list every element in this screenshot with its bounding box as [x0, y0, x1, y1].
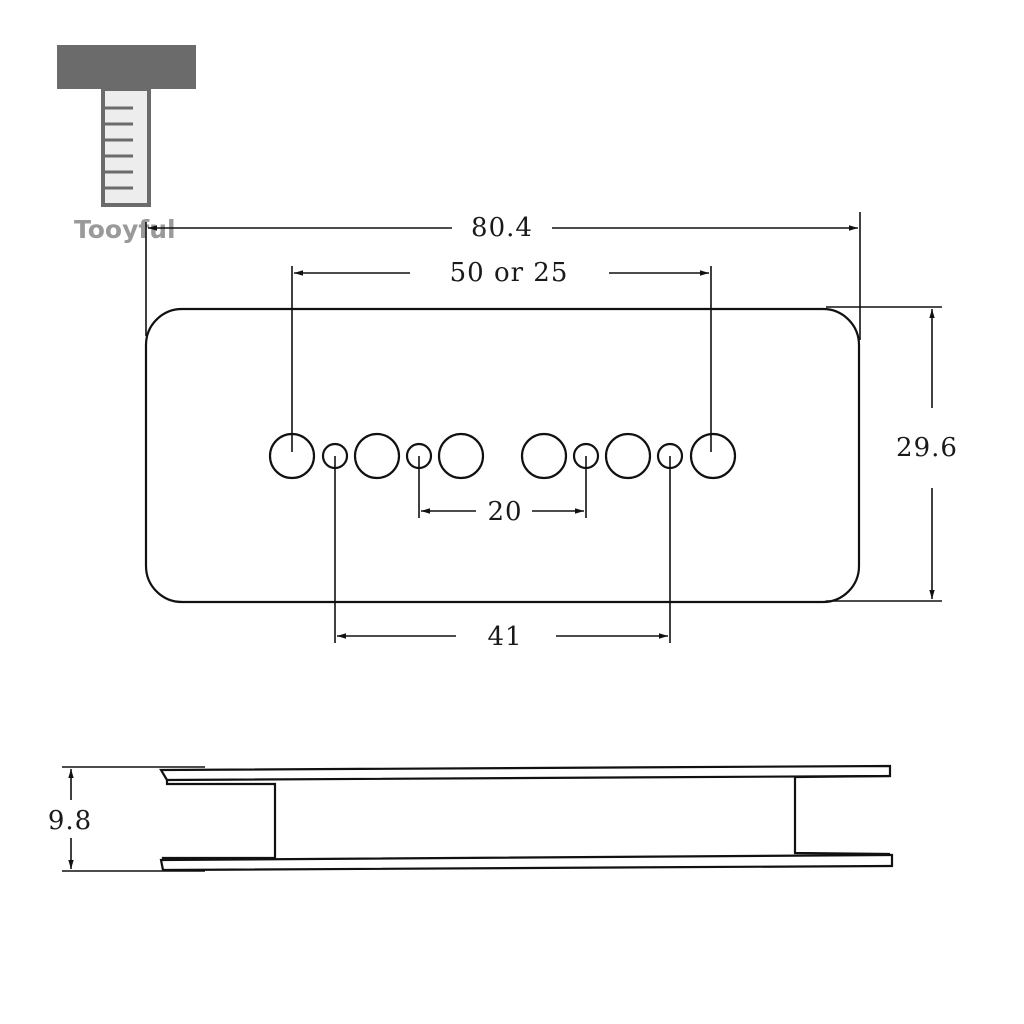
dimension-inner-spacing: [418, 456, 587, 518]
side-view: [62, 764, 894, 872]
label-pole-spacing: 50 or 25: [450, 258, 569, 288]
pole-hole-large-4: [520, 432, 568, 480]
side-profile-outer-bottom: [159, 853, 894, 872]
dimension-side-thickness: [62, 766, 205, 872]
dimension-pole-spacing: [291, 266, 712, 452]
label-inner-spacing: 20: [487, 497, 522, 527]
dimension-outer-spacing: [334, 456, 671, 643]
dimension-height: [826, 306, 942, 602]
side-left-tab: [161, 780, 277, 860]
pole-holes: [268, 432, 737, 480]
label-outer-spacing: 41: [487, 622, 522, 652]
label-height: 29.6: [896, 433, 958, 463]
ruler-ticks-icon: [105, 106, 133, 190]
pole-hole-large-2: [353, 432, 401, 480]
label-overall-length: 80.4: [471, 213, 533, 243]
dimension-overall-length: [145, 212, 861, 340]
cover-outline: [144, 307, 861, 604]
top-view: [144, 212, 942, 643]
logo-top-bar: [57, 45, 196, 89]
side-right-tab: [793, 774, 891, 856]
pole-hole-large-5: [604, 432, 652, 480]
pole-hole-large-6: [689, 432, 737, 480]
pole-hole-large-3: [437, 432, 485, 480]
label-side-thickness: 9.8: [48, 806, 92, 836]
side-profile-outer: [159, 764, 892, 782]
brand-logo: Tooyful: [57, 45, 196, 244]
logo-brand-text: Tooyful: [74, 215, 176, 244]
